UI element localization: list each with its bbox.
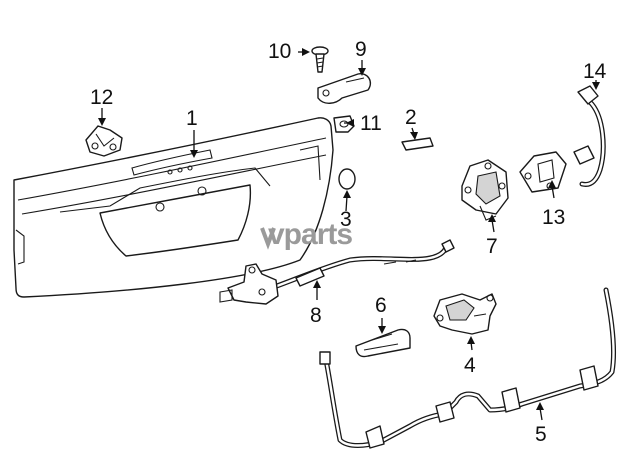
callout-14: 14: [583, 60, 607, 83]
part-9-handle-bracket: [317, 73, 372, 104]
part-13-striker: [519, 151, 567, 193]
part-8-actuator-cable: [219, 239, 455, 305]
part-4-motor: [433, 293, 497, 335]
watermark: vparts: [260, 218, 353, 251]
part-5-rod-harness: [319, 287, 617, 449]
callout-2: 2: [405, 106, 417, 129]
callout-5: 5: [535, 423, 547, 446]
leader-lines: [98, 48, 600, 421]
callout-11: 11: [360, 112, 382, 135]
part-10-screw: [311, 46, 329, 73]
callout-4: 4: [464, 354, 476, 377]
part-1-liftgate-panel: [13, 117, 334, 298]
callout-12: 12: [90, 86, 113, 109]
callout-7: 7: [486, 235, 498, 258]
callout-10: 10: [268, 40, 291, 63]
callout-1: 1: [186, 107, 198, 130]
part-11-nut: [333, 115, 355, 133]
callout-labels: 1 2 3 4 5 6 7 8 9 10 11 12 13 14: [90, 38, 607, 446]
callout-6: 6: [375, 294, 387, 317]
part-2-label-plate: [401, 137, 434, 151]
callout-3: 3: [340, 208, 352, 231]
part-12-bumper: [85, 125, 123, 157]
callout-9: 9: [355, 38, 367, 61]
part-3-plug: [338, 168, 356, 190]
part-6-handle: [355, 328, 411, 358]
part-7-latch: [461, 159, 509, 221]
callout-13: 13: [542, 206, 565, 229]
callout-8: 8: [310, 304, 322, 327]
watermark-text: vparts: [268, 218, 352, 251]
part-14-switch-harness: [573, 85, 606, 187]
